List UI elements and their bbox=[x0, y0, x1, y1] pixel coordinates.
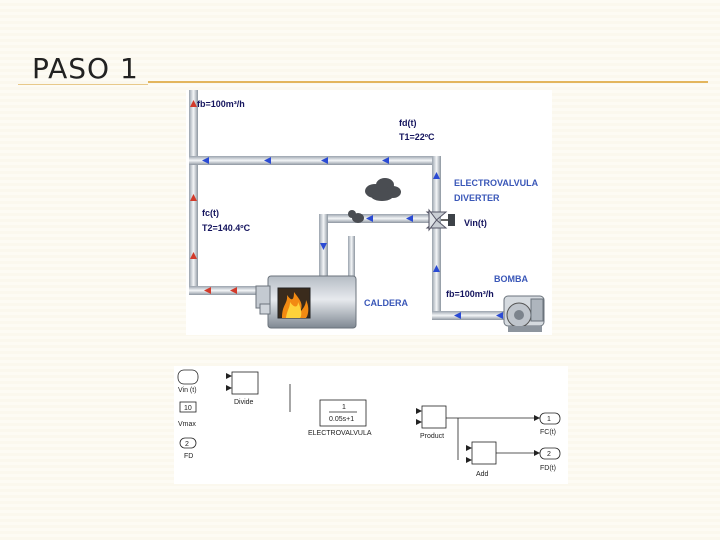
hot-flow-arrows bbox=[190, 100, 237, 294]
label-t1: T1=22ºC bbox=[399, 132, 435, 142]
sim-out2-name: FD(t) bbox=[540, 465, 556, 472]
smoke-cloud-icon bbox=[348, 178, 401, 223]
label-fb-bottom: fb=100m³/h bbox=[446, 289, 494, 299]
label-t2: T2=140.4ºC bbox=[202, 223, 251, 233]
label-bomba: BOMBA bbox=[494, 274, 528, 284]
divide-block[interactable] bbox=[231, 371, 259, 395]
label-fc: fc(t) bbox=[202, 208, 219, 218]
sim-tf-name: ELECTROVALVULA bbox=[308, 430, 372, 437]
sim-out1-number: 1 bbox=[547, 416, 551, 423]
sim-divide-label: Divide bbox=[234, 399, 254, 406]
slide-title: PASO 1 bbox=[32, 52, 139, 85]
simulink-block-diagram: Vin (t) 10 Vmax 2 FD Divide 1 0.05s+1 EL… bbox=[174, 366, 568, 484]
sim-fd-label: FD bbox=[184, 453, 193, 460]
label-fd: fd(t) bbox=[399, 118, 417, 128]
cold-flow-arrows bbox=[202, 157, 503, 319]
process-diagram: fb=100m³/h fd(t) T1=22ºC fc(t) T2=140.4º… bbox=[186, 90, 552, 335]
pump-bomba bbox=[503, 295, 545, 332]
sim-product-label: Product bbox=[420, 433, 444, 440]
label-diverter: DIVERTER bbox=[454, 193, 500, 203]
label-electrovalvula: ELECTROVALVULA bbox=[454, 178, 539, 188]
sim-tf-denominator: 0.05s+1 bbox=[329, 416, 354, 423]
outport-fd-block[interactable] bbox=[539, 447, 561, 460]
label-caldera: CALDERA bbox=[364, 298, 408, 308]
sim-tf-numerator: 1 bbox=[342, 404, 346, 411]
diverter-valve-icon bbox=[425, 208, 455, 232]
boiler-caldera bbox=[255, 275, 357, 329]
sim-vmax-label: Vmax bbox=[178, 421, 196, 428]
sim-vin-label: Vin (t) bbox=[178, 387, 197, 394]
add-block[interactable] bbox=[471, 441, 497, 465]
label-vin: Vin(t) bbox=[464, 218, 487, 228]
sim-add-label: Add bbox=[476, 471, 489, 478]
sim-const-10: 10 bbox=[184, 405, 192, 412]
title-underline bbox=[148, 81, 708, 83]
inport-fd-block[interactable] bbox=[179, 437, 197, 449]
sim-out2-number: 2 bbox=[547, 451, 551, 458]
title-underline-left bbox=[18, 84, 148, 85]
label-fb-top: fb=100m³/h bbox=[197, 99, 245, 109]
transfer-function-block[interactable] bbox=[319, 399, 367, 427]
product-block[interactable] bbox=[421, 405, 447, 429]
sim-const-2: 2 bbox=[185, 441, 189, 448]
outport-fc-block[interactable] bbox=[539, 412, 561, 425]
constant-10-block[interactable] bbox=[179, 401, 197, 413]
inport-vin-block[interactable] bbox=[177, 369, 199, 385]
sim-out1-name: FC(t) bbox=[540, 429, 556, 436]
